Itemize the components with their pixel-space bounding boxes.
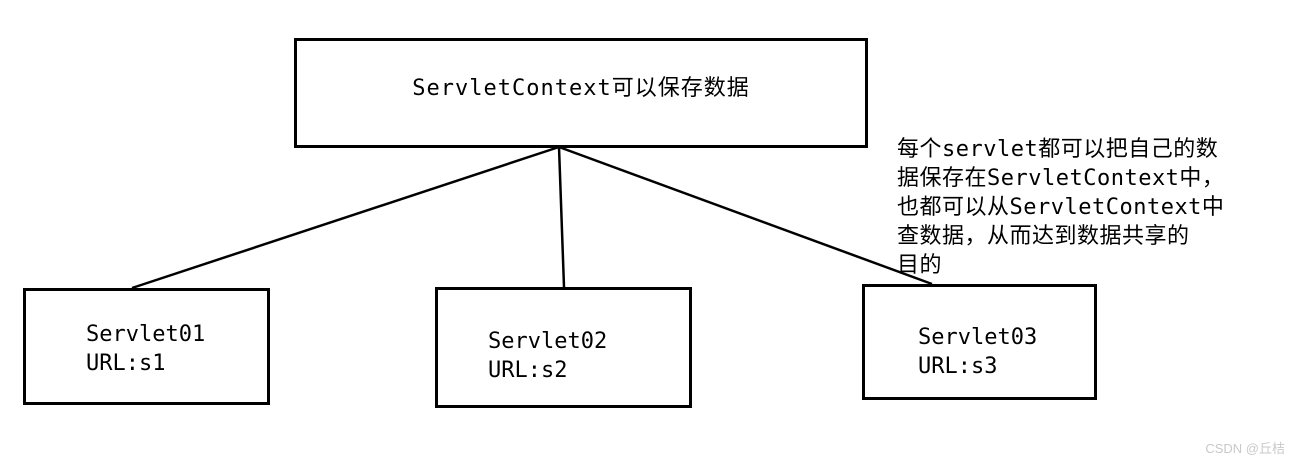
servletcontext-box: ServletContext可以保存数据 xyxy=(294,38,868,148)
servletcontext-box-label: ServletContext可以保存数据 xyxy=(412,76,750,101)
servlet01-url: URL:s1 xyxy=(86,351,166,376)
side-note-line: 目的 xyxy=(897,253,943,278)
connector-top-to-servlet03 xyxy=(558,145,933,286)
connector-top-to-servlet01 xyxy=(131,145,560,290)
side-note-line: 每个servlet都可以把自己的数 xyxy=(897,137,1219,162)
side-note: 每个servlet都可以把自己的数 据保存在ServletContext中， 也… xyxy=(897,135,1267,280)
side-note-line: 查数据，从而达到数据共享的 xyxy=(897,224,1190,249)
servlet01-title: Servlet01 xyxy=(86,322,206,347)
servlet03-box: Servlet03 URL:s3 xyxy=(862,284,1097,400)
side-note-line: 也都可以从ServletContext中 xyxy=(897,195,1225,220)
servlet02-title: Servlet02 xyxy=(488,329,608,354)
side-note-line: 据保存在ServletContext中， xyxy=(897,166,1225,191)
servlet03-title: Servlet03 xyxy=(918,325,1038,350)
csdn-watermark: CSDN @丘桔 xyxy=(1205,441,1285,456)
servlet02-url: URL:s2 xyxy=(488,358,568,383)
servlet01-box: Servlet01 URL:s1 xyxy=(23,288,270,405)
servlet03-url: URL:s3 xyxy=(918,354,998,379)
connector-top-to-servlet02 xyxy=(557,146,566,288)
servlet02-box: Servlet02 URL:s2 xyxy=(435,287,692,408)
